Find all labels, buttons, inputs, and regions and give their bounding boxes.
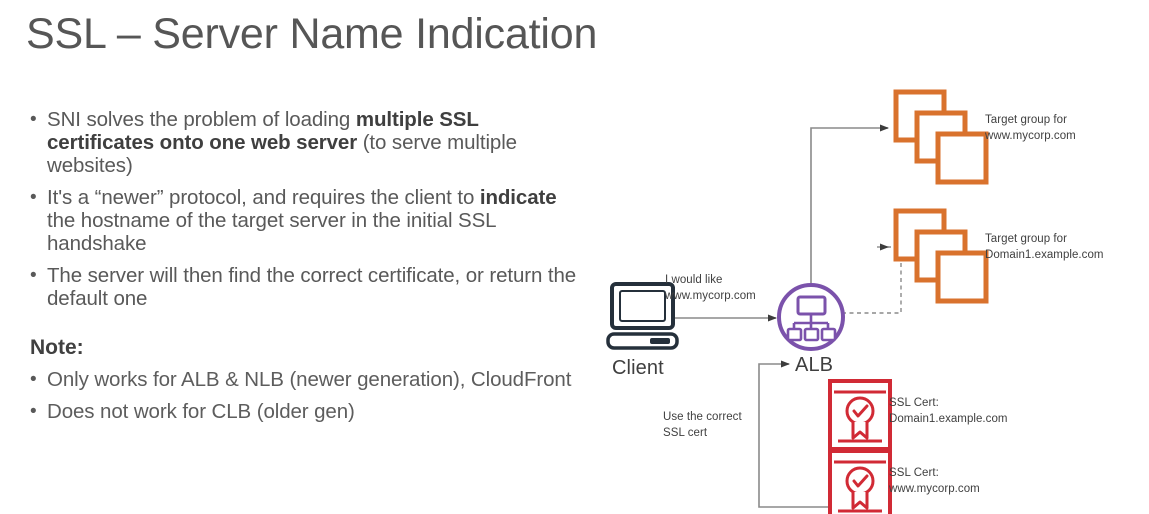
ssl-cert-1-icon bbox=[828, 379, 892, 451]
bullet-text: It's a “newer” protocol, and requires th… bbox=[47, 186, 590, 255]
list-item: • The server will then find the correct … bbox=[30, 264, 590, 310]
bullet-text-post: (to serve multiple websites) bbox=[47, 131, 517, 177]
main-bullet-list: • SNI solves the problem of loading mult… bbox=[30, 108, 590, 310]
ssl-cert-1-label: SSL Cert: Domain1.example.com bbox=[889, 397, 1008, 425]
bullet-text: Does not work for CLB (older gen) bbox=[47, 400, 355, 423]
bullet-text-bold: indicate bbox=[479, 186, 557, 209]
target-group-2-icon bbox=[893, 208, 989, 304]
bullet-icon: • bbox=[30, 187, 37, 208]
bullet-text-pre: It's a “newer” protocol, and requires th… bbox=[47, 186, 480, 209]
alb-icon bbox=[777, 283, 845, 351]
connector-certs-to-alb bbox=[758, 360, 829, 508]
list-item: • SNI solves the problem of loading mult… bbox=[30, 108, 590, 177]
bullet-text: The server will then find the correct ce… bbox=[47, 264, 590, 310]
bullet-icon: • bbox=[30, 109, 37, 130]
target-group-1-label: Target group for www.mycorp.com bbox=[985, 114, 1076, 142]
note-heading: Note: bbox=[30, 336, 84, 359]
alb-label: ALB bbox=[795, 354, 834, 376]
target-group-1-icon bbox=[893, 89, 989, 185]
connector-alb-to-target-group-2 bbox=[842, 243, 902, 314]
bullet-text-bold: multiple SSL certificates onto one web s… bbox=[47, 108, 479, 154]
architecture-diagram: Target group for www.mycorp.com Target g… bbox=[595, 70, 1149, 514]
body-copy: • SNI solves the problem of loading mult… bbox=[30, 108, 590, 432]
bullet-icon: • bbox=[30, 265, 37, 286]
list-item: • It's a “newer” protocol, and requires … bbox=[30, 186, 590, 255]
diagram-canvas bbox=[606, 89, 989, 514]
connector-alb-to-target-group-1 bbox=[810, 124, 889, 302]
page-title: SSL – Server Name Indication bbox=[26, 10, 598, 58]
ssl-cert-2-label: SSL Cert: www.mycorp.com bbox=[889, 467, 980, 495]
bullet-text-post: the hostname of the target server in the… bbox=[47, 209, 496, 255]
target-group-2-label: Target group for Domain1.example.com bbox=[985, 233, 1104, 261]
client-label: Client bbox=[612, 357, 664, 379]
bullet-icon: • bbox=[30, 401, 37, 422]
note-bullet-list: • Only works for ALB & NLB (newer genera… bbox=[30, 368, 590, 423]
use-correct-cert-label: Use the correct SSL cert bbox=[663, 411, 742, 439]
list-item: • Does not work for CLB (older gen) bbox=[30, 400, 590, 423]
bullet-text-pre: SNI solves the problem of loading bbox=[47, 108, 356, 131]
client-computer-icon bbox=[606, 282, 679, 350]
bullet-icon: • bbox=[30, 369, 37, 390]
ssl-cert-2-icon bbox=[828, 449, 892, 514]
bullet-text: Only works for ALB & NLB (newer generati… bbox=[47, 368, 572, 391]
list-item: • Only works for ALB & NLB (newer genera… bbox=[30, 368, 590, 391]
bullet-text: SNI solves the problem of loading multip… bbox=[47, 108, 590, 177]
bullet-text-pre: The server will then find the correct ce… bbox=[47, 264, 577, 310]
client-request-label: I would like www.mycorp.com bbox=[665, 274, 756, 302]
